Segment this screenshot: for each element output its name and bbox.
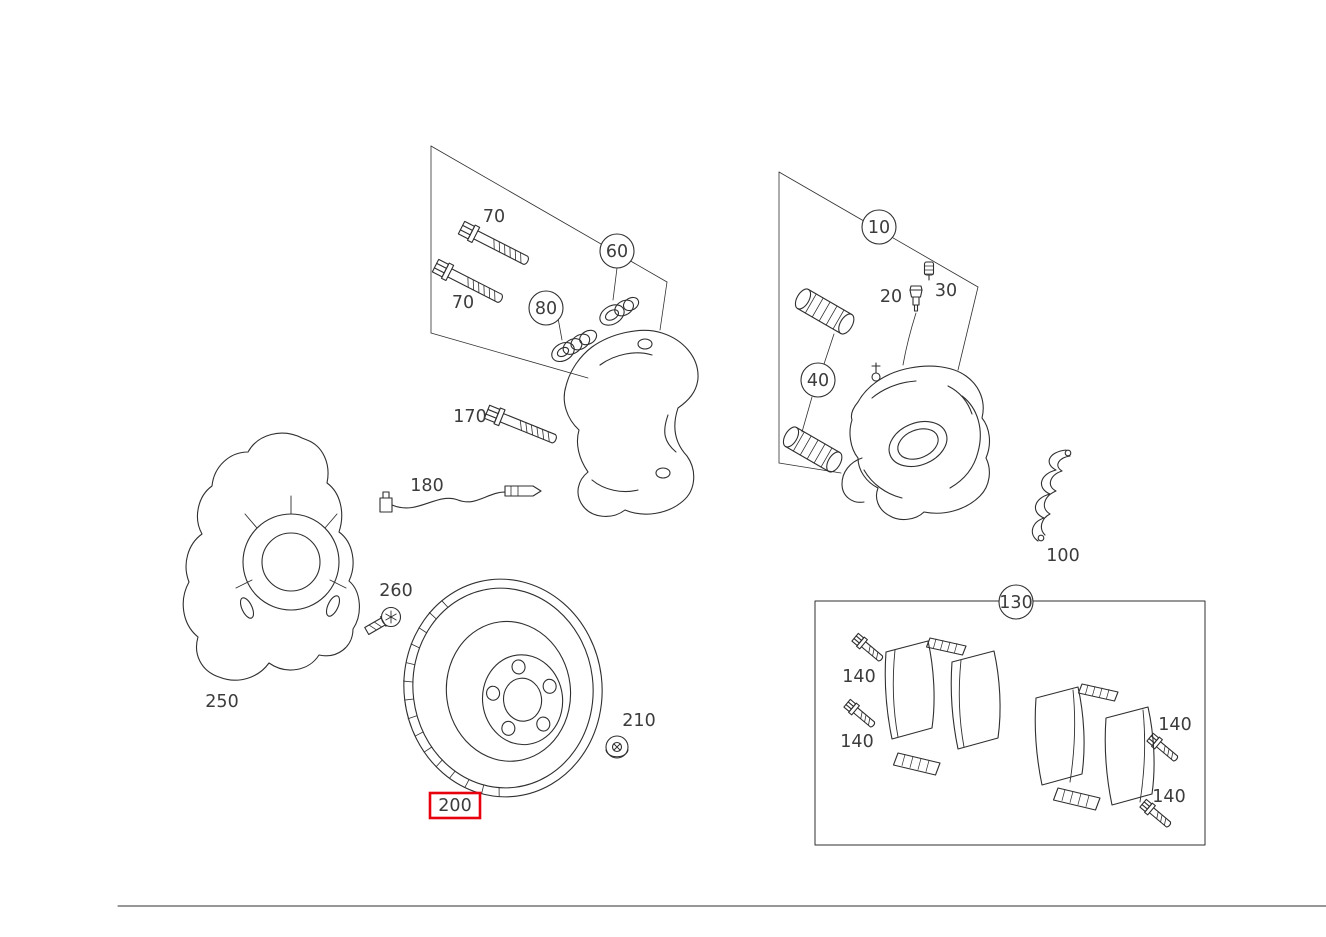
part-label-70-a[interactable]: 70 [483, 207, 505, 227]
bleeder-leader-line [902, 312, 917, 366]
part-labels: 70 70 60 80 170 180 250 260 200 210 10 2… [205, 207, 1191, 816]
part-label-70-b[interactable]: 70 [452, 293, 474, 313]
part-label-60[interactable]: 60 [606, 242, 628, 262]
callout-circle-60[interactable] [599, 233, 635, 269]
part-label-10[interactable]: 10 [868, 218, 890, 238]
selected-part-highlight-box[interactable] [428, 791, 482, 820]
guide-sleeve-drawing [599, 267, 640, 326]
disc-set-screw-drawing [364, 606, 402, 636]
guide-bushing-drawing [782, 288, 855, 473]
bleeder-valve-drawing [909, 285, 923, 312]
part-label-170[interactable]: 170 [453, 407, 486, 427]
caliper-carrier-drawing [563, 329, 699, 517]
diagram-line-art [117, 145, 1326, 907]
callout-circle-40[interactable] [800, 362, 836, 398]
part-label-20[interactable]: 20 [880, 287, 902, 307]
construction-lines-right [778, 171, 979, 474]
part-label-260[interactable]: 260 [379, 581, 412, 601]
part-label-140-c[interactable]: 140 [1158, 715, 1191, 735]
brake-disc-drawing [403, 578, 603, 798]
part-label-100[interactable]: 100 [1046, 546, 1079, 566]
callout-circle-80[interactable] [528, 290, 564, 326]
part-label-210[interactable]: 210 [622, 711, 655, 731]
part-label-30[interactable]: 30 [935, 281, 957, 301]
brake-pad-drawing-left [884, 637, 1001, 776]
brake-pad-drawing-right [1034, 683, 1155, 811]
callout-circle-130[interactable] [998, 584, 1034, 620]
spring-clip-drawing [1031, 449, 1072, 542]
part-label-140-a[interactable]: 140 [842, 667, 875, 687]
small-screw-drawing [605, 735, 629, 759]
bleeder-cap-drawing [923, 261, 935, 281]
part-label-140-b[interactable]: 140 [840, 732, 873, 752]
construction-lines-left [430, 145, 668, 379]
brake-caliper-drawing [841, 362, 991, 521]
part-label-130[interactable]: 130 [999, 593, 1032, 613]
part-label-200-selected[interactable]: 200 [438, 796, 471, 816]
guide-pin-bolt-drawing [431, 219, 533, 308]
callout-circles [528, 209, 1034, 620]
part-label-80[interactable]: 80 [535, 299, 557, 319]
callout-circle-10[interactable] [861, 209, 897, 245]
part-label-40[interactable]: 40 [807, 371, 829, 391]
part-label-180[interactable]: 180 [410, 476, 443, 496]
part-label-140-d[interactable]: 140 [1152, 787, 1185, 807]
carrier-bolt-drawing [483, 403, 560, 449]
wear-sensor-drawing [379, 485, 542, 513]
dust-shield-drawing [182, 432, 360, 681]
bellows-sleeve-drawing [551, 317, 598, 363]
part-label-250[interactable]: 250 [205, 692, 238, 712]
